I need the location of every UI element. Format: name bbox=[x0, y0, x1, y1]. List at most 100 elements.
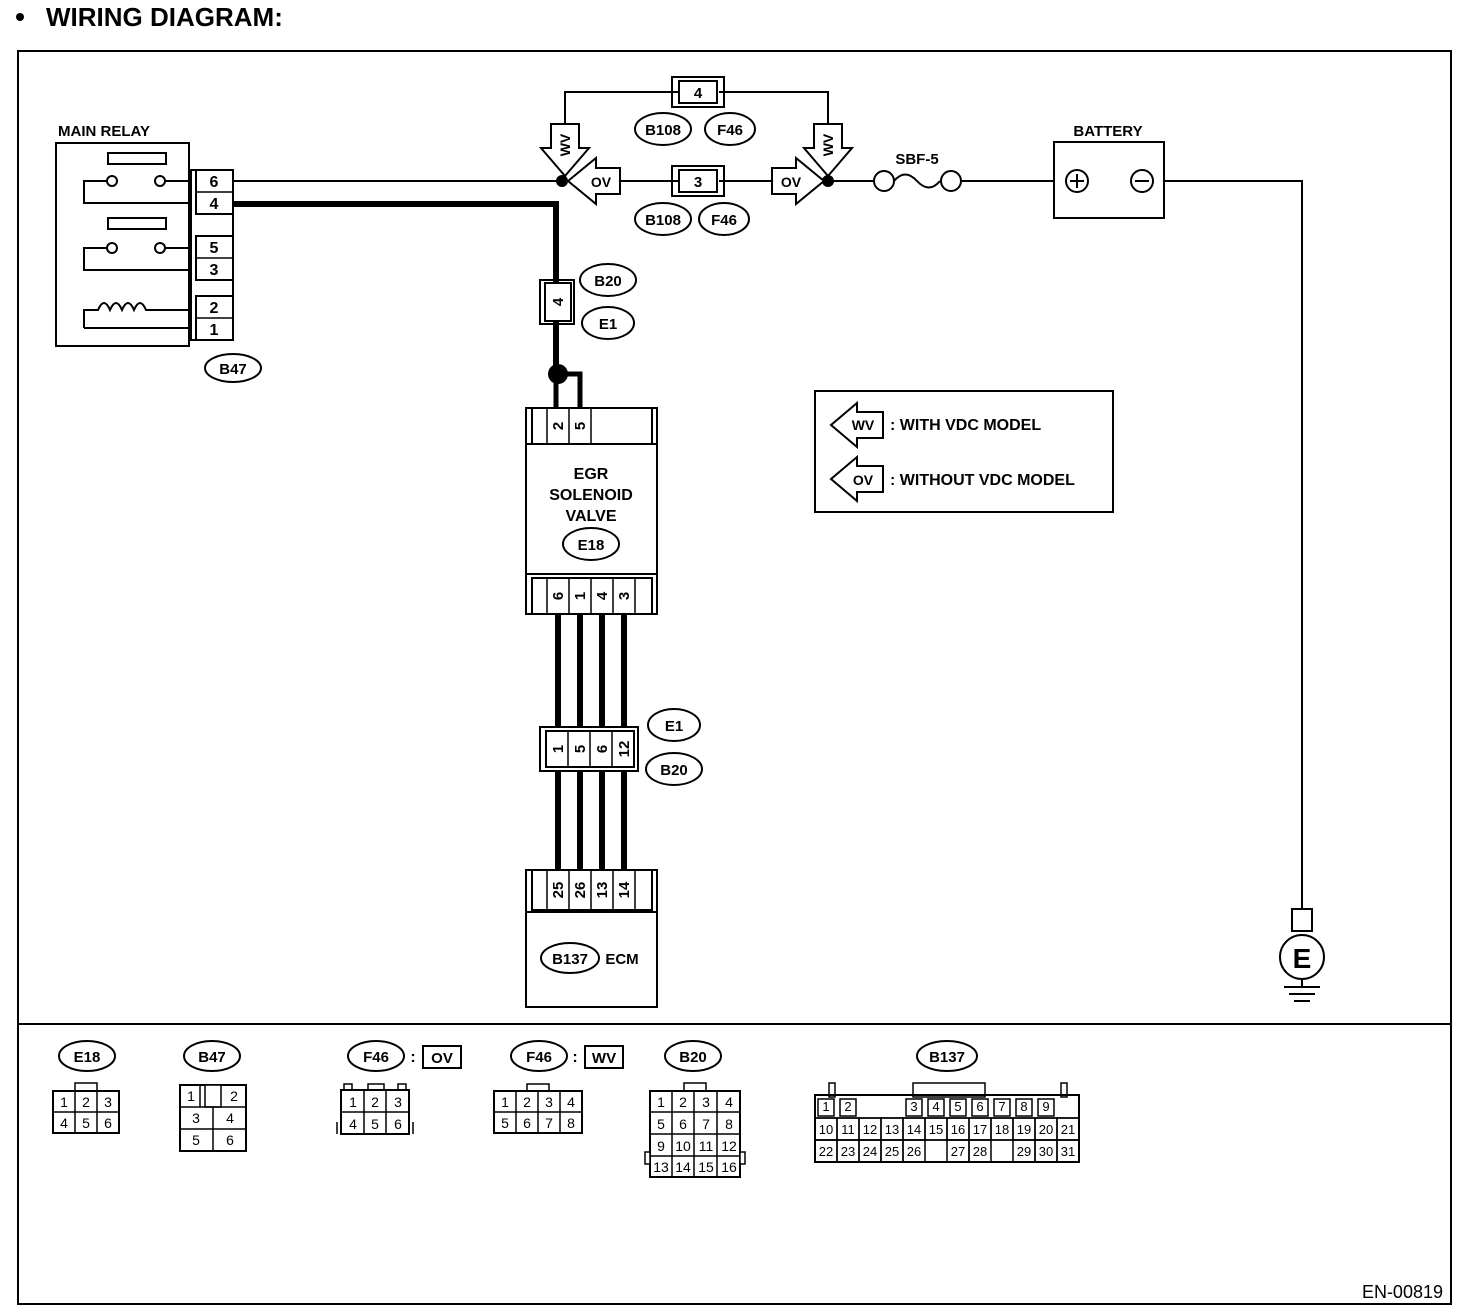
b137-pin-label: 4 bbox=[932, 1099, 939, 1114]
b137-pin-cell bbox=[902, 1139, 926, 1163]
connector-mid: 3 B108 F46 bbox=[634, 165, 750, 236]
b137-pin-cell bbox=[1056, 1139, 1080, 1163]
b137-pin-label: 10 bbox=[819, 1122, 833, 1137]
b137-pin-label: 17 bbox=[973, 1122, 987, 1137]
b137-pin-label: 27 bbox=[951, 1144, 965, 1159]
svg-text:6: 6 bbox=[679, 1116, 687, 1132]
svg-text:5: 5 bbox=[192, 1132, 200, 1148]
svg-text:1: 1 bbox=[657, 1094, 665, 1110]
b137-pin-label: 8 bbox=[1020, 1099, 1027, 1114]
egr-pin: 4 bbox=[594, 591, 611, 600]
connector-code: E1 bbox=[665, 718, 683, 735]
svg-text:8: 8 bbox=[725, 1116, 733, 1132]
battery: BATTERY bbox=[1053, 123, 1165, 219]
ecm-connector-label: B137 bbox=[552, 951, 588, 968]
egr-label-line: VALVE bbox=[566, 508, 617, 525]
junction-pin: 6 bbox=[594, 745, 611, 753]
connector-view-title: E18 bbox=[74, 1049, 101, 1066]
connector-view-b47: B47 1 2 3 4 5 6 bbox=[179, 1040, 247, 1152]
wv-marker-right bbox=[801, 123, 855, 178]
svg-text:3: 3 bbox=[394, 1094, 402, 1110]
svg-text:13: 13 bbox=[653, 1159, 669, 1175]
relay-pin: 1 bbox=[210, 322, 219, 339]
egr-label-line: EGR bbox=[574, 466, 609, 483]
b137-pin-label: 18 bbox=[995, 1122, 1009, 1137]
connector-view-variant: OV bbox=[431, 1050, 453, 1067]
svg-text:6: 6 bbox=[226, 1132, 234, 1148]
egr-pin: 1 bbox=[572, 592, 589, 600]
junction-dot bbox=[556, 175, 568, 187]
connector-code: E1 bbox=[599, 316, 617, 333]
svg-text:2: 2 bbox=[679, 1094, 687, 1110]
main-relay: MAIN RELAY 6 4 5 3 2 1 B47 bbox=[55, 123, 262, 383]
connector-view-title: B47 bbox=[198, 1049, 226, 1066]
egr-solenoid-valve: 2 5 EGR SOLENOID VALVE E18 6 1 4 3 bbox=[525, 407, 658, 615]
svg-text:WV: WV bbox=[820, 133, 836, 156]
b137-pin-label: 23 bbox=[841, 1144, 855, 1159]
connector-code: B108 bbox=[645, 122, 681, 139]
svg-text:6: 6 bbox=[394, 1116, 402, 1132]
svg-text:6: 6 bbox=[523, 1115, 531, 1131]
egr-pin: 3 bbox=[616, 592, 633, 600]
svg-text:9: 9 bbox=[657, 1138, 665, 1154]
b137-pin-cell bbox=[817, 1098, 835, 1117]
svg-text:5: 5 bbox=[501, 1115, 509, 1131]
egr-connector-label: E18 bbox=[578, 537, 605, 554]
b137-pin-label: 28 bbox=[973, 1144, 987, 1159]
junction-pin: 1 bbox=[550, 745, 567, 753]
svg-text:11: 11 bbox=[699, 1138, 714, 1154]
connector-view-title: F46 bbox=[526, 1049, 552, 1066]
splice-point bbox=[548, 364, 568, 384]
ground-label: E bbox=[1293, 943, 1312, 974]
svg-text:1: 1 bbox=[501, 1094, 509, 1110]
svg-text:4: 4 bbox=[349, 1116, 357, 1132]
b137-pin-label: 19 bbox=[1017, 1122, 1031, 1137]
b137-pin-cell bbox=[1015, 1098, 1033, 1117]
fuse-label: SBF-5 bbox=[895, 151, 938, 168]
legend-ov-tag: OV bbox=[853, 472, 874, 488]
legend-ov-icon bbox=[829, 454, 884, 504]
connector-view-b20: B20 1 2 3 4 5 6 7 8 9 10 11 12 13 14 15 … bbox=[644, 1040, 746, 1178]
b137-pin-cell bbox=[905, 1098, 923, 1117]
relay-pin: 5 bbox=[210, 240, 219, 257]
connector-view-f46-wv: F46 : WV 1 2 3 4 5 6 7 8 bbox=[493, 1040, 624, 1134]
legend-ov-text: : WITHOUT VDC MODEL bbox=[890, 472, 1075, 489]
ecm-pin: 25 bbox=[550, 882, 567, 899]
svg-text:2: 2 bbox=[230, 1088, 238, 1104]
connector-view-variant: WV bbox=[592, 1050, 616, 1067]
ecm-pin: 14 bbox=[616, 881, 633, 898]
wv-marker-left bbox=[538, 123, 592, 178]
connector-e1-b20-lower: 1 5 6 12 E1 B20 bbox=[539, 708, 703, 786]
b137-pin-cell bbox=[839, 1098, 857, 1117]
vdc-markers: WV WV OV OV bbox=[538, 123, 855, 207]
connector-code: B108 bbox=[645, 212, 681, 229]
b137-pin-label: 25 bbox=[885, 1144, 899, 1159]
main-relay-connector-label: B47 bbox=[219, 361, 247, 378]
b137-pin-label: 11 bbox=[841, 1122, 855, 1137]
title-bullet bbox=[16, 13, 24, 21]
b137-pin-label: 22 bbox=[819, 1144, 833, 1159]
svg-text:3: 3 bbox=[545, 1094, 553, 1110]
egr-pin: 2 bbox=[550, 422, 567, 430]
legend-wv-icon bbox=[829, 400, 884, 450]
b137-pin-label: 20 bbox=[1039, 1122, 1053, 1137]
diagram-frame bbox=[17, 50, 1452, 1305]
b137-pin-label: 16 bbox=[951, 1122, 965, 1137]
junction-pin: 3 bbox=[694, 174, 702, 191]
junction-dot bbox=[822, 175, 834, 187]
b137-pin-cell bbox=[968, 1139, 992, 1163]
main-relay-label: MAIN RELAY bbox=[58, 123, 150, 140]
b137-pin-label: 12 bbox=[863, 1122, 877, 1137]
b137-pin-cell bbox=[1037, 1098, 1055, 1117]
wires bbox=[233, 91, 1303, 909]
svg-text:WV: WV bbox=[557, 133, 573, 156]
b137-pin-label: 2 bbox=[844, 1099, 851, 1114]
ecm-pin: 13 bbox=[594, 882, 611, 899]
legend-box: WV : WITH VDC MODEL OV : WITHOUT VDC MOD… bbox=[814, 390, 1114, 513]
connector-view-f46-ov: F46 : OV 1 2 3 4 5 6 bbox=[336, 1040, 462, 1135]
page-title: WIRING DIAGRAM: bbox=[46, 2, 283, 32]
b137-pin-label: 15 bbox=[929, 1122, 943, 1137]
ecm-pin: 26 bbox=[572, 882, 589, 899]
